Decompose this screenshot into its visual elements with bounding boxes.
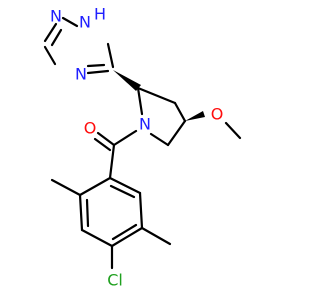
atom-pyrrolidine-n: N [139,115,151,134]
molecule-canvas: N N H N O N O Cl [43,5,242,290]
atom-labels: N N H N O N O Cl [50,5,223,290]
bond-c5-double [86,63,106,68]
bond-c5-nh [106,42,115,69]
atom-carbonyl-o: O [84,119,97,138]
bond-c-left-double [50,28,63,47]
carbonyl-group [93,129,138,180]
atom-n-top: N [50,7,62,26]
bond-o-methyl [224,121,242,140]
atom-nh: N [79,13,91,32]
bond-c3-c4 [173,101,187,123]
bond-ring-5 [138,191,144,230]
bond-methyl-left [50,178,82,197]
atom-cl: Cl [107,271,123,290]
bond-c-nh-left-n-top [43,22,58,43]
bond-c-left-n-left [43,45,57,66]
bond-n-carbonyl-c [112,129,138,147]
structure-diagram: N N H N O N O Cl [43,5,242,290]
pyrrolidine-ring [113,70,242,147]
wedge-bond-stereo-c2 [113,70,141,91]
bond-ring-4 [110,226,144,248]
bond-ring-6 [108,176,142,195]
bond-ring-1 [78,176,112,197]
bond-c-o-1 [96,131,116,147]
bond-ring-4-inner [111,223,138,241]
bond-ring-2 [78,193,84,232]
bond-c5-n [149,132,170,147]
atom-n-left: N [75,65,87,84]
atom-methoxy-o: O [211,105,224,124]
benzene-ring [50,176,172,270]
bond-ring-6-inner [109,184,136,199]
bond-c4-c5 [166,119,187,147]
bond-c-o-2 [93,137,112,152]
bond-ring-2-inner [85,198,90,228]
bond-carbonyl-ring [108,143,116,180]
bond-methyl-right [140,226,172,246]
bond-c2-c3 [136,86,177,105]
atom-h: H [94,5,106,24]
wedge-bond-stereo-c4 [185,111,205,121]
bond-n-top-n-h [61,16,79,28]
bond-c2-n [136,86,144,116]
bond-ring-3 [80,228,114,248]
triazole-ring [43,16,115,75]
bond-n-left-c5 [86,69,110,75]
